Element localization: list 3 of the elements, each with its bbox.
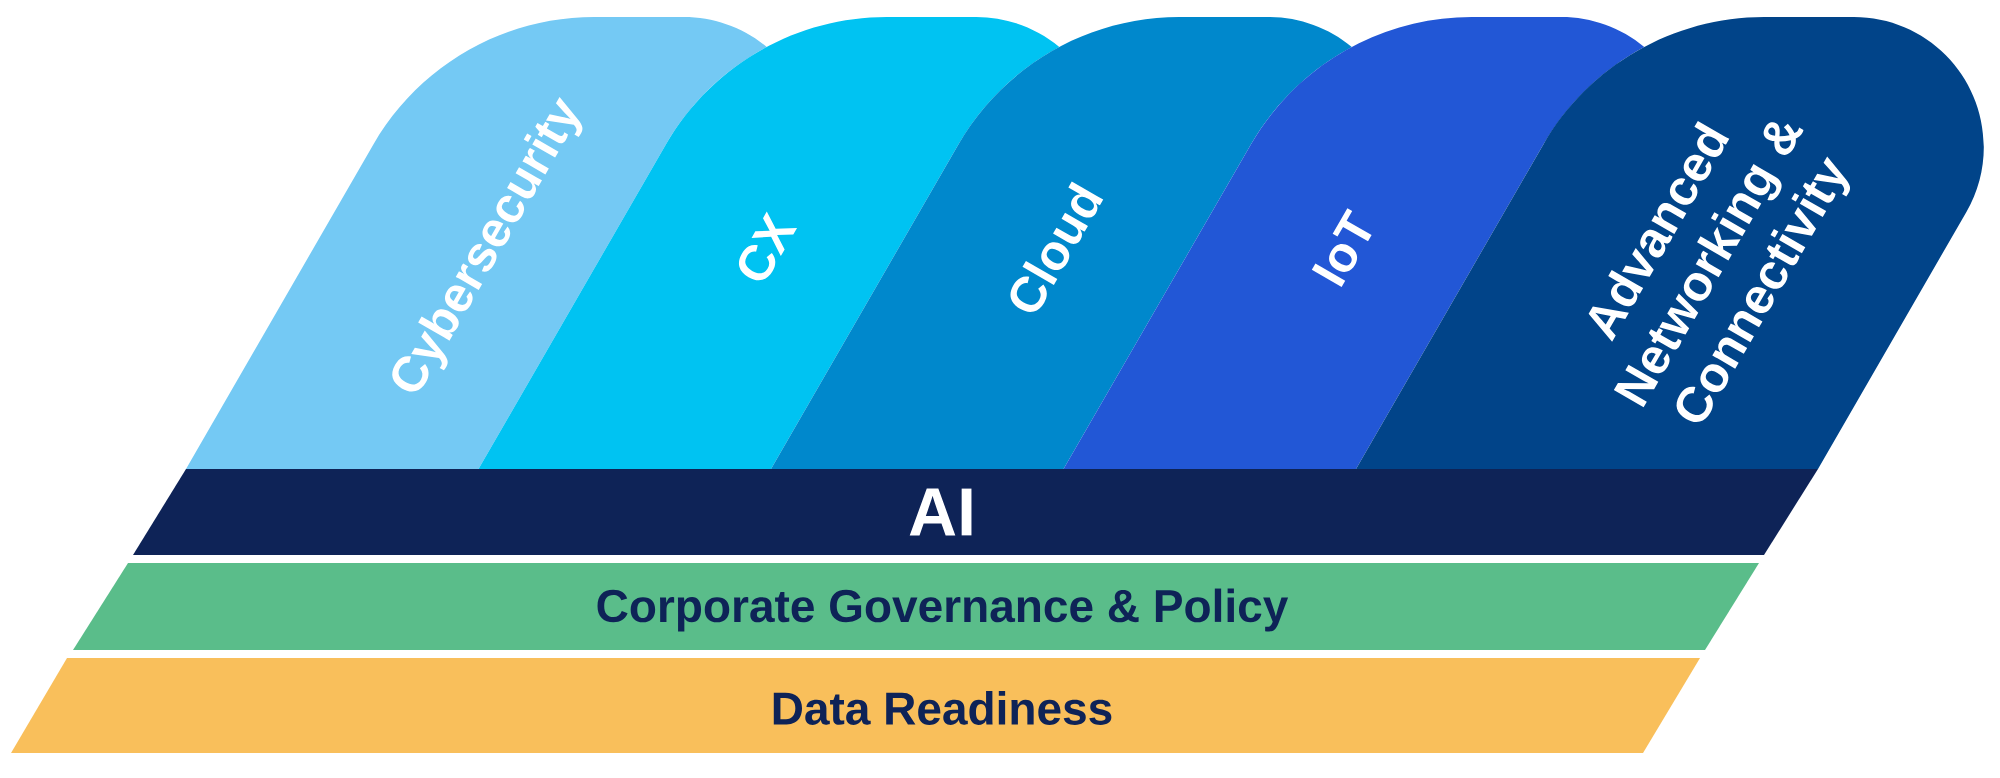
layer-band: AI [133, 469, 1818, 555]
layer-band: Corporate Governance & Policy [73, 563, 1759, 650]
layer-band: Data Readiness [11, 658, 1700, 753]
